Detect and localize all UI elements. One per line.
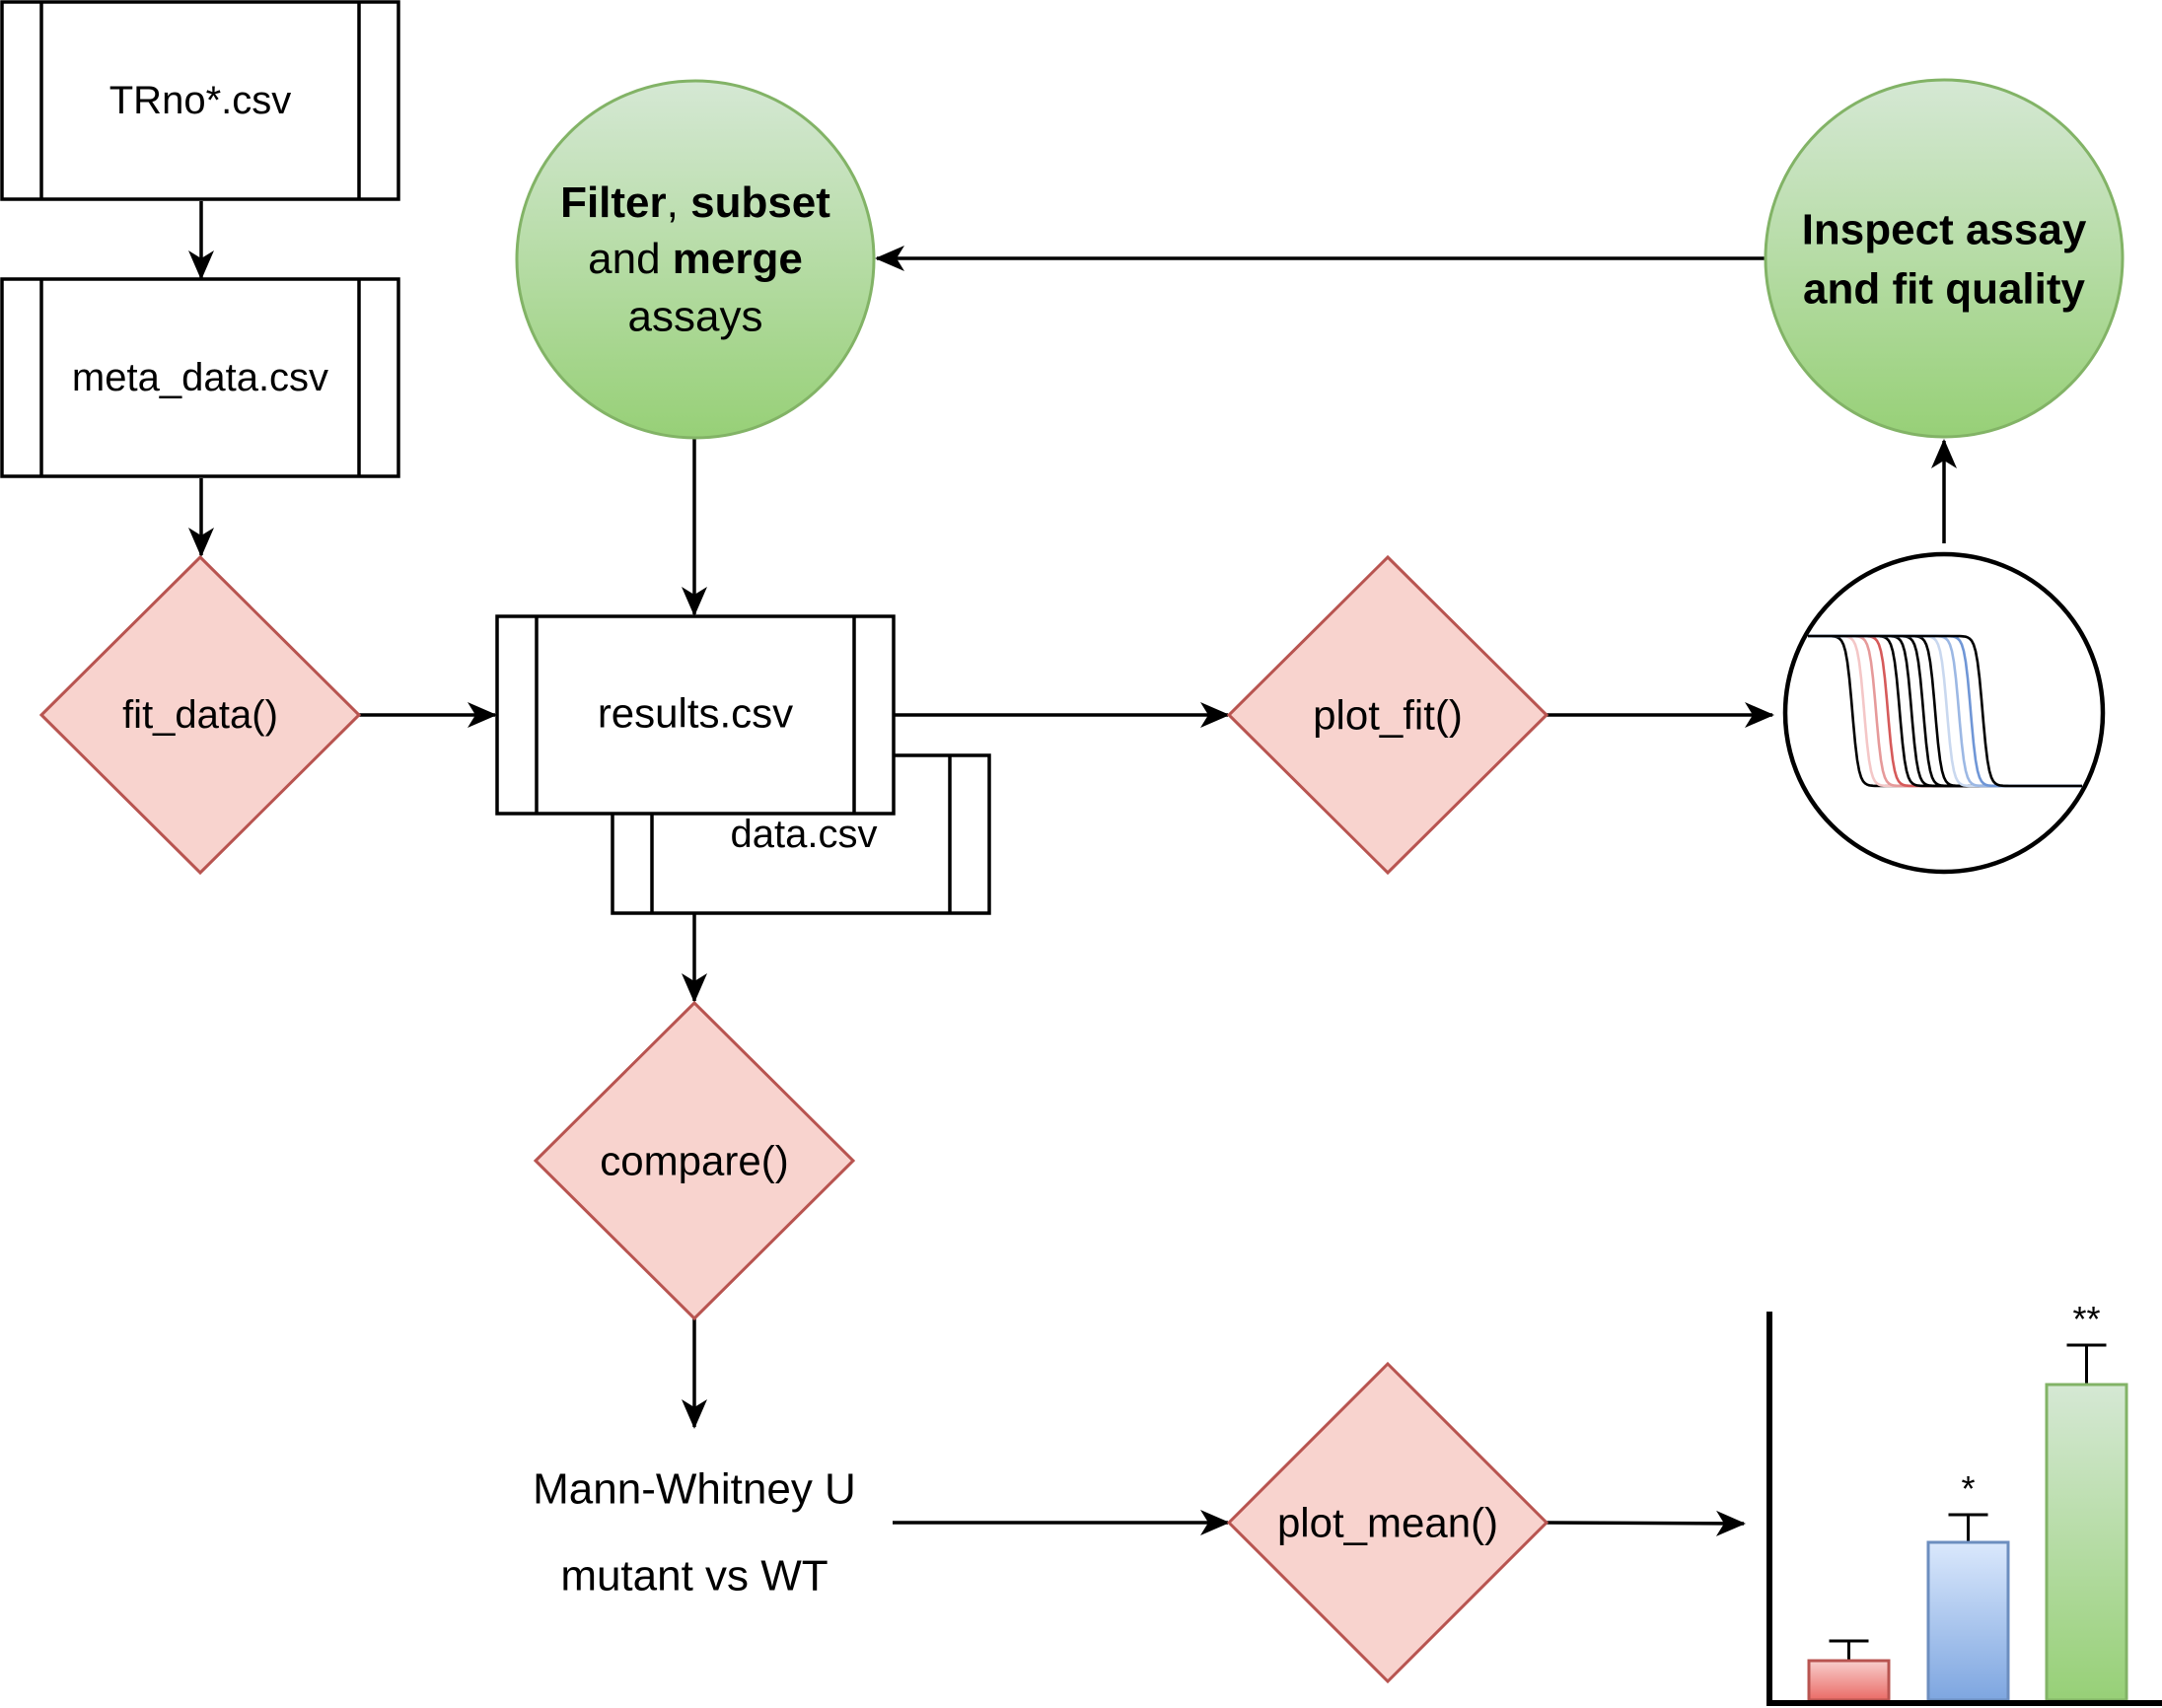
meta-data-csv-box: meta_data.csv [0,277,400,478]
melt-curves-plot [1782,551,2106,875]
inspect-line-2: and fit quality [1803,265,2086,314]
bar [2045,1383,2128,1702]
meta-data-csv-label: meta_data.csv [72,356,328,399]
fit-data-process: fit_data() [38,554,362,876]
bar [1926,1540,2010,1702]
stats-line-1: Mann-Whitney U [533,1465,856,1514]
filter-subset-merge-step: Filter, subset and merge assays [515,79,876,440]
bar-error [1829,1639,1869,1661]
filter-line-2: and merge [588,235,803,283]
mean-bar-chart: *** [1766,1299,2162,1706]
plot-fit-process: plot_fit() [1226,554,1549,876]
fit-data-label: fit_data() [122,693,278,737]
statistics-note: Mann-Whitney U mutant vs WT [533,1465,856,1601]
results-csv-box: results.csv [495,614,896,816]
melt-curves [1808,634,2082,788]
plot-mean-label: plot_mean() [1277,1500,1498,1546]
trno-csv-label: TRno*.csv [109,79,292,122]
bar-error [2066,1343,2107,1385]
plot-mean-process: plot_mean() [1226,1361,1549,1684]
filter-line-1: Filter, subset [560,178,830,227]
bar-marks: *** [1807,1299,2128,1702]
melt-curve [1808,634,2082,788]
inspect-line-1: Inspect assay [1802,206,2087,254]
stats-line-2: mutant vs WT [560,1552,828,1601]
plot-fit-label: plot_fit() [1313,692,1463,739]
compare-label: compare() [600,1138,788,1184]
results-csv-label: results.csv [598,690,793,737]
trno-csv-box: TRno*.csv [0,0,400,201]
data-csv-label: data.csv [731,813,878,856]
bar-error [1948,1513,1988,1542]
filter-line-3: assays [628,293,763,341]
inspect-quality-step: Inspect assay and fit quality [1764,78,2125,439]
bar-significance: ** [2072,1299,2100,1339]
compare-process: compare() [533,1000,856,1321]
bar-significance: * [1961,1468,1975,1509]
arrow-plotmean-to-chart [1546,1510,1746,1536]
bar [1807,1659,1891,1702]
